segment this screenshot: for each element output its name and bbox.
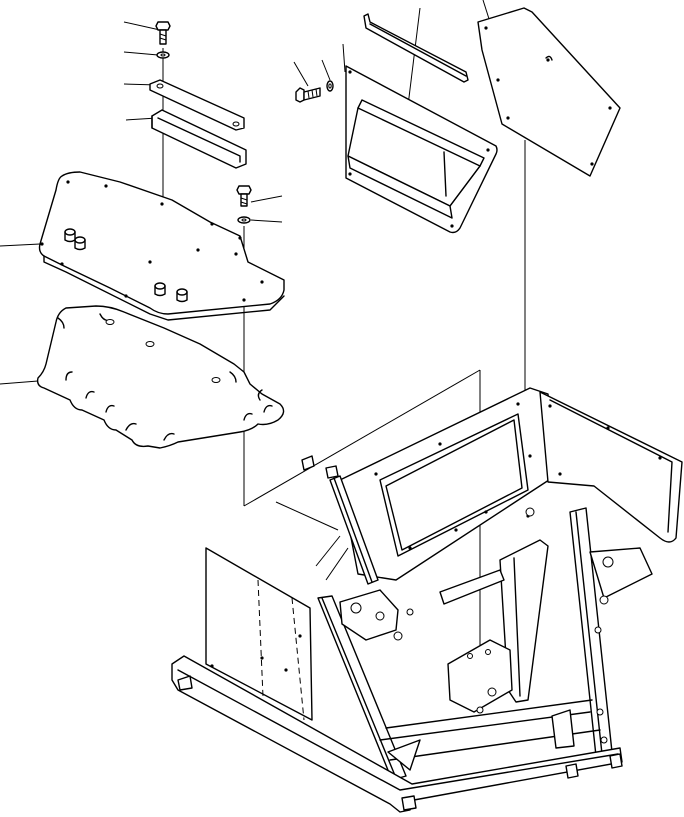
left-side-wall [206,548,312,720]
floor-plate [40,172,285,320]
plate-bosses [65,229,187,302]
cover-bolt-nut [296,81,333,102]
right-side-window [540,392,682,542]
cab-frame-assembly [172,388,682,812]
side-rail [440,570,504,604]
hex-bolt [156,22,170,30]
rear-right-column [570,508,612,756]
strap-plate [150,80,244,130]
front-post-upper [330,476,378,584]
mounting-hardware-stack [150,22,246,168]
bolt-shank [160,30,166,44]
center-mount-plate [448,640,512,712]
rear-panel [478,8,620,176]
hex-bolt-2 [237,186,251,194]
mat-notches [58,314,272,440]
bolt-3 [296,88,304,102]
plate-bolt-washer [237,186,251,223]
front-mount-bracket [340,590,398,640]
rear-window-opening [380,414,528,556]
rear-column-bracket [590,548,652,598]
cover-panel-with-shroud [346,66,497,233]
plate-holes [40,180,264,302]
floor-mat [38,306,284,448]
stay-rod [364,14,468,82]
